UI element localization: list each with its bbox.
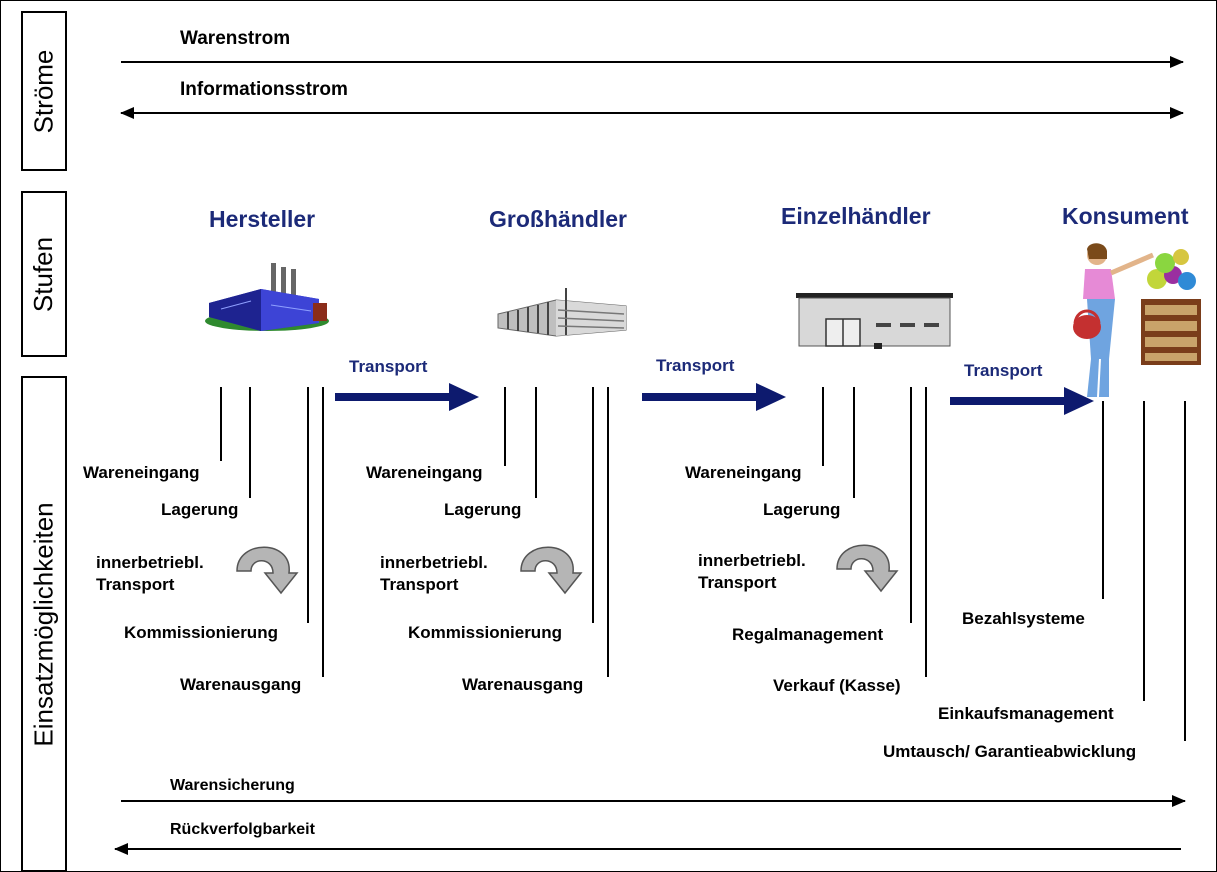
process-label-kommissionierung: Kommissionierung <box>124 623 278 642</box>
factory-icon <box>205 263 329 331</box>
process-label-kommissionierung: Kommissionierung <box>408 623 562 642</box>
side-label-stufen: Stufen <box>21 191 67 357</box>
process-label-innerbetriebl: innerbetriebl. <box>698 551 806 570</box>
curved-arrow-icon-3 <box>836 544 899 593</box>
shopper-icon <box>1073 243 1201 397</box>
process-label-transport: Transport <box>96 575 175 594</box>
einzelhaendler-process-lines <box>822 387 927 677</box>
process-label-einkaufsmanagement: Einkaufsmanagement <box>938 704 1114 723</box>
side-label-einsatz: Einsatzmöglichkeiten <box>21 376 67 871</box>
transport-label-1: Transport <box>349 357 428 376</box>
curved-arrow-icon-1 <box>236 546 299 595</box>
process-label-wareneingang: Wareneingang <box>366 463 483 482</box>
process-label-innerbetriebl: innerbetriebl. <box>96 553 204 572</box>
transport-label-3: Transport <box>964 361 1043 380</box>
process-label-lagerung: Lagerung <box>444 500 522 519</box>
process-label-wareneingang: Wareneingang <box>83 463 200 482</box>
stage-title-grosshaendler: Großhändler <box>489 206 628 232</box>
process-label-innerbetriebl: innerbetriebl. <box>380 553 488 572</box>
hersteller-process-lines <box>220 387 324 677</box>
process-label-verkauf-kasse: Verkauf (Kasse) <box>773 676 901 695</box>
rueckverfolgbarkeit-label: Rückverfolgbarkeit <box>170 821 315 838</box>
process-label-regalmanagement: Regalmanagement <box>732 625 884 644</box>
warehouse-icon <box>497 288 627 337</box>
process-label-warenausgang: Warenausgang <box>180 675 302 694</box>
warensicherung-label: Warensicherung <box>170 777 295 794</box>
process-label-umtausch-garantieabwicklung: Umtausch/ Garantieabwicklung <box>883 742 1137 761</box>
curved-arrow-icon-2 <box>520 546 583 595</box>
stage-title-hersteller: Hersteller <box>209 206 316 232</box>
transport-arrow-2 <box>642 383 786 411</box>
process-label-lagerung: Lagerung <box>161 500 239 519</box>
grosshaendler-process-lines <box>504 387 609 677</box>
process-label-bezahlsysteme: Bezahlsysteme <box>962 609 1085 628</box>
stage-title-einzelhaendler: Einzelhändler <box>781 203 931 229</box>
process-label-warenausgang: Warenausgang <box>462 675 584 694</box>
stage-title-konsument: Konsument <box>1062 203 1189 229</box>
informationsstrom-label: Informationsstrom <box>180 79 348 100</box>
side-label-stroeme: Ströme <box>21 11 67 171</box>
transport-arrow-3 <box>950 387 1094 415</box>
process-label-transport: Transport <box>698 573 777 592</box>
process-label-transport: Transport <box>380 575 459 594</box>
transport-arrow-1 <box>335 383 479 411</box>
transport-label-2: Transport <box>656 356 735 375</box>
process-label-lagerung: Lagerung <box>763 500 841 519</box>
process-label-wareneingang: Wareneingang <box>685 463 802 482</box>
store-icon <box>796 293 953 349</box>
warenstrom-label: Warenstrom <box>180 28 291 49</box>
konsument-process-lines <box>1102 401 1186 741</box>
